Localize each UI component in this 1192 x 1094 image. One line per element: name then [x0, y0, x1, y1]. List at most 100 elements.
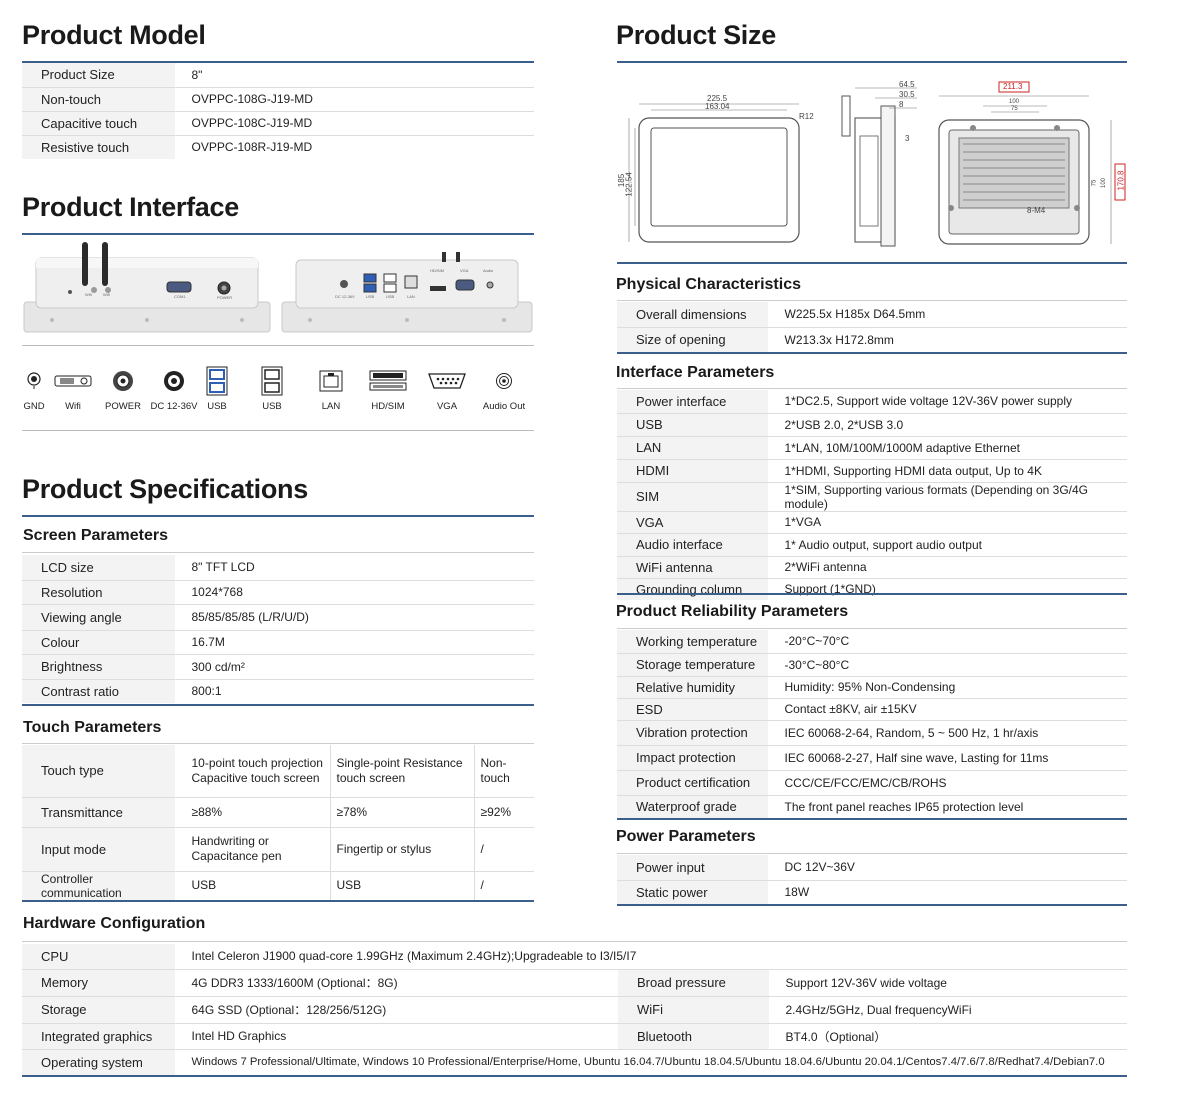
row-value: 1*HDMI, Supporting HDMI data output, Up …	[768, 459, 1127, 483]
power-top-line	[617, 853, 1127, 854]
row-key: Size of opening	[617, 327, 769, 352]
lan-icon	[301, 365, 361, 397]
gnd-icon	[4, 365, 64, 397]
row-value: 18W	[784, 885, 810, 900]
interface-icon-item: HD/SIM	[358, 365, 418, 412]
row-value-b: ≥78%	[329, 797, 474, 828]
row-key: Power input	[617, 855, 769, 881]
interface-params-heading: Interface Parameters	[616, 364, 775, 381]
row-value-a: ≥88%	[174, 797, 330, 828]
row-value: Intel HD Graphics	[175, 1023, 618, 1050]
row-key-2: Bluetooth	[618, 1023, 770, 1050]
interface-icon-label: Wifi	[65, 401, 81, 412]
interface-icon-item: GND	[4, 365, 64, 412]
dim-225-5: 225.5	[707, 94, 728, 103]
row-value: 1*SIM, Supporting various formats (Depen…	[768, 482, 1127, 512]
row-value: 2*USB 2.0, 2*USB 3.0	[768, 413, 1127, 437]
row-value: 2*WiFi antenna	[768, 556, 1127, 579]
row-value-2: Support 12V-36V wide voltage	[769, 969, 1127, 997]
interface-icon-item: VGA	[417, 365, 477, 412]
row-value: Windows 7 Professional/Ultimate, Windows…	[191, 1056, 1105, 1069]
row-key: Overall dimensions	[617, 302, 769, 328]
photo-label-wifi-1: Wifi	[85, 292, 92, 297]
row-value: 4G DDR3 1333/1600M (Optional：8G)	[175, 969, 618, 997]
interface-icon-label: POWER	[105, 401, 141, 412]
dim-100-side: 100	[1101, 177, 1108, 189]
photo-label-wifi-2: Wifi	[103, 292, 110, 297]
row-value: 85/85/85/85 (L/R/U/D)	[175, 604, 534, 631]
interface-icon-item: POWER	[93, 365, 153, 412]
photo-label-audio: Audio	[483, 268, 494, 273]
row-value: Intel Celeron J1900 quad-core 1.99GHz (M…	[175, 944, 1127, 970]
row-key: Controller communication	[22, 871, 176, 900]
row-value: 8"	[175, 63, 534, 88]
row-value: Contact ±8KV, air ±15KV	[768, 698, 1127, 721]
physical-bottom-rule	[617, 352, 1127, 354]
product-size-bottom-rule	[617, 262, 1127, 264]
dim-r12: R12	[799, 112, 814, 121]
interface-icon-item: USB	[242, 365, 302, 412]
hardware-top-line	[22, 941, 1127, 942]
touch-params-heading: Touch Parameters	[23, 719, 162, 736]
row-key: Capacitive touch	[22, 111, 176, 136]
reliability-heading: Product Reliability Parameters	[616, 603, 849, 620]
screen-params-bottom-rule	[22, 704, 534, 706]
row-value: 1*DC2.5, Support wide voltage 12V-36V po…	[768, 390, 1127, 414]
audio-icon	[474, 365, 534, 397]
row-key: Input mode	[22, 827, 176, 872]
row-value: OVPPC-108R-J19-MD	[191, 140, 313, 155]
interface-icon-label: USB	[262, 401, 282, 412]
row-key: CPU	[22, 944, 176, 970]
touch-params-bottom-rule	[22, 900, 534, 902]
row-key: Transmittance	[22, 797, 176, 828]
dim-122-54: 122.54	[624, 172, 634, 197]
row-value: 16.7M	[175, 630, 534, 655]
row-value: DC 12V~36V	[768, 855, 1127, 881]
photo-label-usb-1: USB	[366, 294, 375, 299]
table-row: Working temperature-20°C~70°C	[617, 630, 1127, 654]
row-key: Brightness	[22, 654, 176, 680]
row-key: Storage	[22, 996, 176, 1024]
interface-icon-item: Audio Out	[474, 365, 534, 412]
row-key: LAN	[617, 436, 769, 460]
row-key: Grounding column	[617, 578, 769, 600]
row-value: OVPPC-108C-J19-MD	[175, 111, 534, 136]
screen-params-top-line	[22, 552, 534, 553]
photo-label-hdsim: HD/SIM	[430, 268, 444, 273]
row-value: The front panel reaches IP65 protection …	[784, 799, 1024, 814]
row-value-c: /	[473, 827, 534, 872]
row-value: -30°C~80°C	[768, 653, 1127, 677]
interface-params-bottom-rule	[617, 593, 1127, 595]
row-key: HDMI	[617, 459, 769, 483]
dim-211-3: 211.3	[1003, 82, 1023, 91]
power-icon	[93, 365, 153, 397]
product-interface-rule	[22, 233, 534, 235]
row-value-b: Single-point Resistance touch screen	[329, 745, 474, 798]
row-value: -20°C~70°C	[768, 630, 1127, 654]
row-value-a: 10-point touch projection Capacitive tou…	[174, 745, 330, 798]
row-value: 1* Audio output, support audio output	[768, 533, 1127, 557]
hardware-bottom-rule	[22, 1075, 1127, 1077]
product-specifications-rule	[22, 515, 534, 517]
row-value: 8" TFT LCD	[175, 555, 534, 581]
row-key: Resolution	[22, 580, 176, 605]
row-key: Vibration protection	[617, 720, 769, 746]
